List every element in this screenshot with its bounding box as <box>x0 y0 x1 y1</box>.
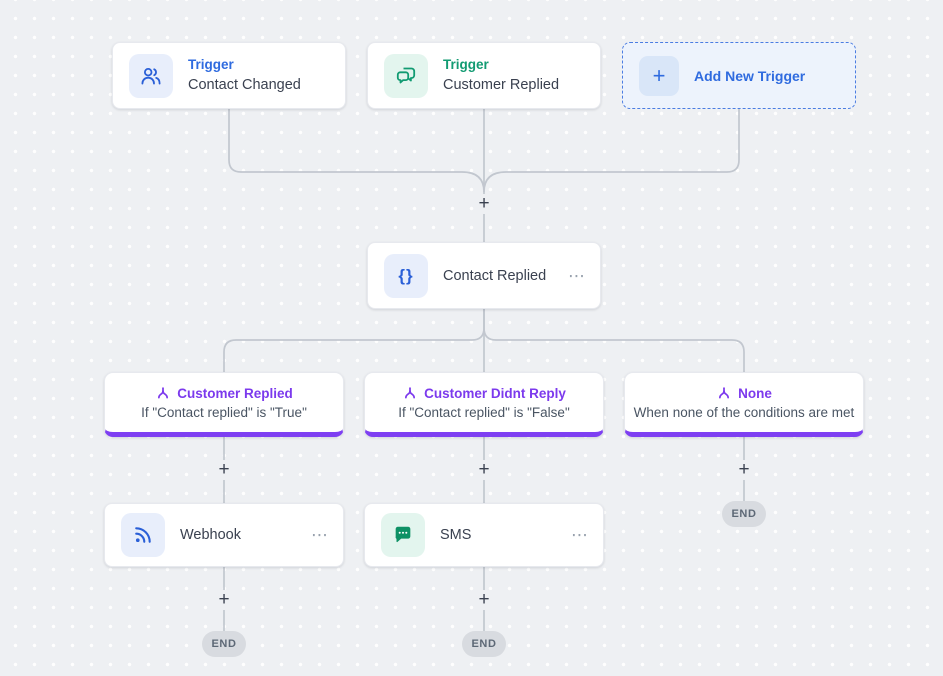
add-new-trigger-label: Add New Trigger <box>694 67 806 84</box>
action-title: SMS <box>440 527 472 543</box>
trigger-type-label: Trigger <box>443 57 489 72</box>
braces-icon: {} <box>384 253 428 298</box>
trigger-text: Trigger Customer Replied <box>443 57 559 94</box>
end-node-middle: END <box>462 631 506 657</box>
add-step-button-branch-left[interactable]: + <box>214 460 234 480</box>
contacts-icon <box>129 53 173 98</box>
action-node-sms[interactable]: SMS ⋯ <box>364 503 604 567</box>
condition-node-customer-replied[interactable]: Customer Replied If "Contact replied" is… <box>104 372 344 437</box>
end-node-right: END <box>722 501 766 527</box>
trigger-text: Trigger Contact Changed <box>188 57 301 94</box>
branch-icon <box>158 386 169 398</box>
trigger-type-label: Trigger <box>188 57 234 72</box>
add-step-button-branch-right[interactable]: + <box>734 460 754 480</box>
trigger-node-contact-changed[interactable]: Trigger Contact Changed <box>112 42 346 109</box>
add-step-button-after-sms[interactable]: + <box>474 590 494 610</box>
trigger-title: Contact Changed <box>188 76 301 93</box>
action-title: Webhook <box>180 527 241 543</box>
condition-title-row: None <box>716 386 772 402</box>
add-step-button-branch-middle[interactable]: + <box>474 460 494 480</box>
action-node-webhook[interactable]: Webhook ⋯ <box>104 503 344 567</box>
branch-icon <box>719 386 730 398</box>
add-step-button-after-webhook[interactable]: + <box>214 590 234 610</box>
end-node-left: END <box>202 631 246 657</box>
condition-node-none[interactable]: None When none of the conditions are met <box>624 372 864 437</box>
node-menu-button[interactable]: ⋯ <box>568 266 585 285</box>
sms-icon <box>381 513 425 557</box>
node-menu-button[interactable]: ⋯ <box>571 525 588 545</box>
action-title: Contact Replied <box>443 267 547 284</box>
node-menu-button[interactable]: ⋯ <box>311 525 328 545</box>
condition-title: None <box>738 386 772 401</box>
condition-node-customer-didnt-reply[interactable]: Customer Didnt Reply If "Contact replied… <box>364 372 604 437</box>
plus-icon: + <box>639 55 679 96</box>
condition-title: Customer Replied <box>177 386 293 401</box>
condition-subtitle: When none of the conditions are met <box>633 404 855 420</box>
condition-subtitle: If "Contact replied" is "False" <box>398 404 570 420</box>
branch-icon <box>405 386 416 398</box>
action-node-contact-replied[interactable]: {} Contact Replied ⋯ <box>367 242 601 309</box>
condition-title-row: Customer Replied <box>155 386 293 402</box>
add-step-button-top[interactable]: + <box>474 194 494 214</box>
trigger-node-customer-replied[interactable]: Trigger Customer Replied <box>367 42 601 109</box>
condition-subtitle: If "Contact replied" is "True" <box>141 404 307 420</box>
add-new-trigger-button[interactable]: + Add New Trigger <box>622 42 856 109</box>
condition-title-row: Customer Didnt Reply <box>402 386 566 402</box>
chat-bubbles-icon <box>384 53 428 98</box>
condition-title: Customer Didnt Reply <box>424 386 566 401</box>
webhook-rss-icon <box>121 513 165 557</box>
trigger-title: Customer Replied <box>443 76 560 93</box>
